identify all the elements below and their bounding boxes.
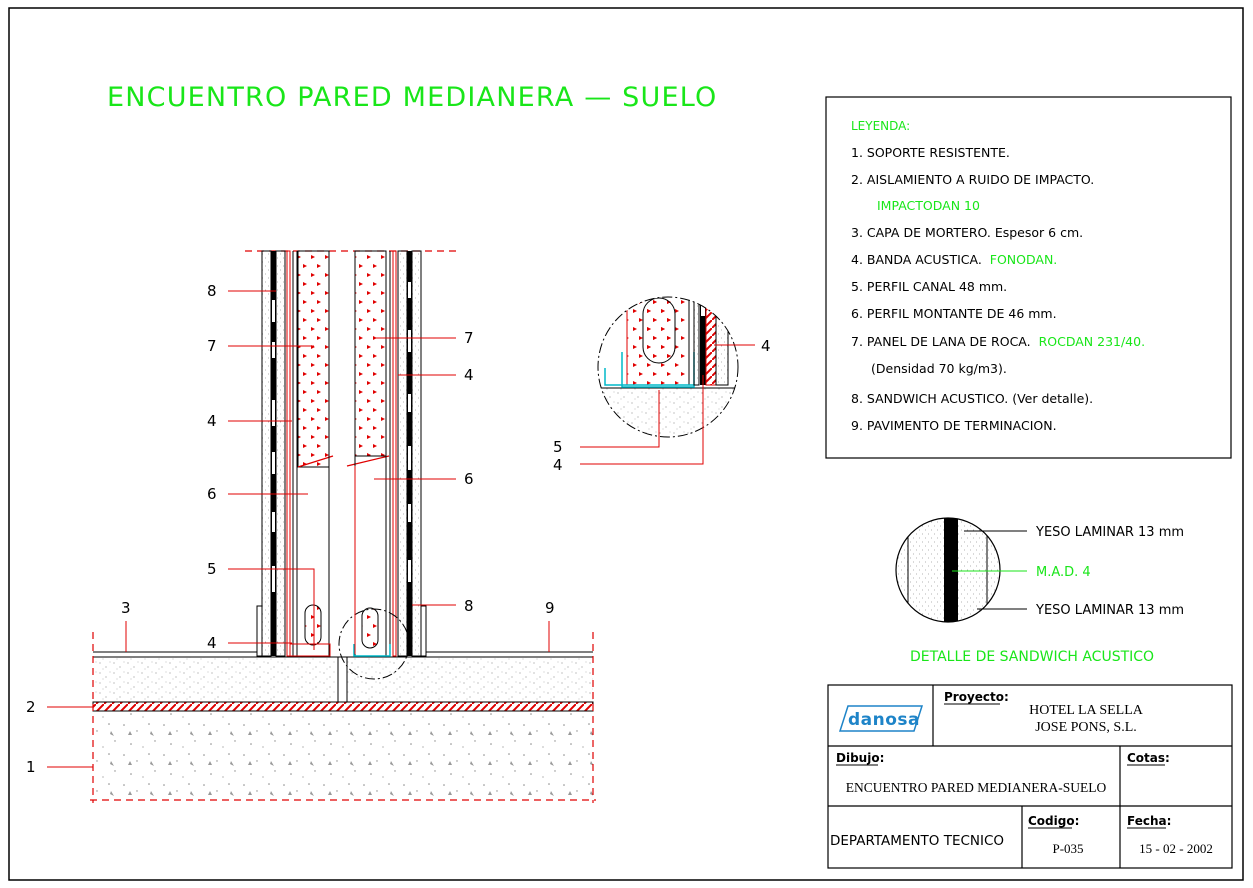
legend-item: 9. PAVIMENTO DE TERMINACION. [851, 418, 1057, 433]
legend-item: 2. AISLAMIENTO A RUIDO DE IMPACTO. [851, 172, 1094, 187]
codigo-value: P-035 [1052, 841, 1083, 856]
joint-detail [580, 296, 755, 465]
legend-item: 3. CAPA DE MORTERO. Espesor 6 cm. [851, 225, 1083, 240]
codigo-label: Codigo: [1028, 814, 1079, 828]
callout-6-left: 6 [207, 485, 217, 503]
callout-4-bottom: 4 [207, 634, 217, 652]
legend-item: (Densidad 70 kg/m3). [871, 361, 1007, 376]
callout-1: 1 [26, 758, 36, 776]
callout-8-left: 8 [207, 282, 217, 300]
dibujo-label: Dibujo: [836, 751, 884, 765]
departamento-label: DEPARTAMENTO TECNICO [830, 833, 1004, 849]
callout-7-left: 7 [207, 337, 217, 355]
callout-6-right: 6 [464, 470, 474, 488]
callout-7-right: 7 [464, 329, 474, 347]
danosa-logo: danosa [838, 705, 924, 732]
legend-item: 1. SOPORTE RESISTENTE. [851, 145, 1010, 160]
sandwich-middle-label: M.A.D. 4 [1036, 565, 1091, 580]
legend-item: 6. PERFIL MONTANTE DE 46 mm. [851, 306, 1057, 321]
proyecto-label: Proyecto: [944, 690, 1009, 704]
detail-callout-4-right: 4 [761, 337, 771, 355]
impact-insulation-layer [92, 701, 594, 712]
callout-8-right: 8 [464, 597, 474, 615]
fecha-label: Fecha: [1127, 814, 1171, 828]
proyecto-line-1: HOTEL LA SELLA [1029, 703, 1144, 718]
legend-item: 5. PERFIL CANAL 48 mm. [851, 279, 1007, 294]
callout-2: 2 [26, 698, 36, 716]
callout-5-left: 5 [207, 560, 217, 578]
callout-9: 9 [545, 599, 555, 617]
legend-box: LEYENDA: 1. SOPORTE RESISTENTE. 2. AISLA… [825, 96, 1232, 459]
detail-callout-5: 5 [553, 438, 563, 456]
callout-4-right: 4 [464, 366, 474, 384]
sandwich-caption: DETALLE DE SANDWICH ACUSTICO [910, 649, 1154, 665]
page-title: ENCUENTRO PARED MEDIANERA — SUELO [107, 82, 717, 113]
legend-item: 4. BANDA ACUSTICA. FONODAN. [851, 252, 1057, 267]
sandwich-detail: YESO LAMINAR 13 mm M.A.D. 4 YESO LAMINAR… [895, 517, 1184, 665]
legend-item-product: IMPACTODAN 10 [877, 198, 980, 213]
cotas-label: Cotas: [1127, 751, 1170, 765]
sheet-border [8, 7, 1244, 881]
fecha-value: 15 - 02 - 2002 [1139, 841, 1213, 856]
sandwich-bottom-label: YESO LAMINAR 13 mm [1035, 603, 1184, 618]
callout-3: 3 [121, 599, 131, 617]
main-callouts: 8 7 4 6 5 4 3 2 1 7 4 6 8 9 [26, 282, 555, 776]
sandwich-top-label: YESO LAMINAR 13 mm [1035, 525, 1184, 540]
detail-callout-4: 4 [553, 456, 563, 474]
legend-heading: LEYENDA: [851, 119, 910, 133]
title-block [827, 684, 1233, 869]
main-section [47, 250, 596, 803]
dibujo-value: ENCUENTRO PARED MEDIANERA-SUELO [846, 780, 1107, 795]
legend-item: 8. SANDWICH ACUSTICO. (Ver detalle). [851, 391, 1093, 406]
svg-text:danosa: danosa [848, 710, 920, 730]
proyecto-line-2: JOSE PONS, S.L. [1035, 720, 1137, 735]
callout-4-left: 4 [207, 412, 217, 430]
legend-item: 7. PANEL DE LANA DE ROCA. ROCDAN 231/40. [851, 334, 1145, 349]
